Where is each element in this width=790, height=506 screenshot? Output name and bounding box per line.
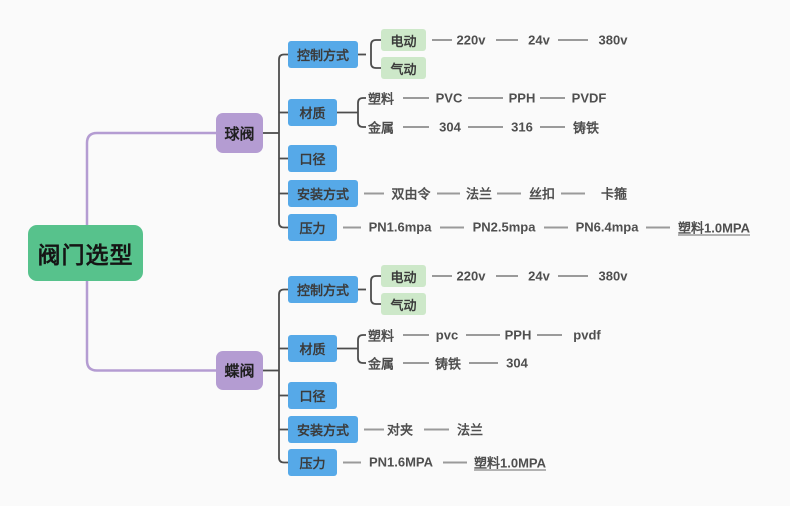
- node-ball-plastic-pvdf[interactable]: PVDF: [571, 90, 607, 106]
- node-ball-pressure[interactable]: 压力: [288, 214, 337, 241]
- node-butterfly-install-method[interactable]: 安装方式: [288, 416, 358, 443]
- node-ball-volt-24v[interactable]: 24v: [528, 32, 550, 48]
- node-butterfly-plastic-pvdf[interactable]: pvdf: [573, 327, 601, 343]
- node-butterfly-pressure-pn16[interactable]: PN1.6MPA: [368, 454, 434, 470]
- node-butterfly-material[interactable]: 材质: [288, 335, 337, 362]
- butterfly-valve-wires: [263, 275, 588, 464]
- node-ball-pressure-pn64[interactable]: PN6.4mpa: [575, 219, 639, 235]
- node-butterfly-plastic-pvc[interactable]: pvc: [435, 327, 459, 343]
- node-ball-valve[interactable]: 球阀: [216, 113, 263, 153]
- node-ball-install-flange[interactable]: 法兰: [465, 186, 493, 202]
- node-root[interactable]: 阀门选型: [28, 225, 143, 281]
- node-ball-caliber[interactable]: 口径: [288, 145, 337, 172]
- node-ball-pressure-plastic10[interactable]: 塑料1.0MPA: [678, 220, 750, 236]
- node-butterfly-volt-380v[interactable]: 380v: [598, 268, 628, 284]
- node-butterfly-metal-304[interactable]: 304: [506, 355, 528, 371]
- node-butterfly-metal-cast-iron[interactable]: 铸铁: [434, 356, 462, 372]
- node-ball-metal-316[interactable]: 316: [511, 119, 533, 135]
- node-ball-install-clamp[interactable]: 卡箍: [600, 186, 628, 202]
- node-ball-plastic[interactable]: 塑料: [367, 91, 395, 107]
- node-ball-metal[interactable]: 金属: [367, 120, 395, 136]
- ball-valve-wires: [263, 39, 670, 229]
- node-ball-install-method[interactable]: 安装方式: [288, 180, 358, 207]
- node-ball-install-thread[interactable]: 丝扣: [528, 186, 556, 202]
- node-butterfly-pressure[interactable]: 压力: [288, 449, 337, 476]
- node-butterfly-metal[interactable]: 金属: [367, 356, 395, 372]
- node-ball-control-method[interactable]: 控制方式: [288, 41, 358, 68]
- node-ball-pressure-pn25[interactable]: PN2.5mpa: [472, 219, 536, 235]
- node-butterfly-volt-24v[interactable]: 24v: [528, 268, 550, 284]
- node-ball-material[interactable]: 材质: [288, 99, 337, 126]
- node-ball-volt-220v[interactable]: 220v: [456, 32, 486, 48]
- node-ball-pressure-pn16[interactable]: PN1.6mpa: [368, 219, 432, 235]
- node-butterfly-pressure-plastic10[interactable]: 塑料1.0MPA: [474, 455, 546, 471]
- node-butterfly-plastic[interactable]: 塑料: [367, 328, 395, 344]
- node-butterfly-plastic-pph[interactable]: PPH: [504, 327, 532, 343]
- node-butterfly-caliber[interactable]: 口径: [288, 382, 337, 409]
- node-ball-install-union[interactable]: 双由令: [391, 186, 431, 202]
- node-butterfly-control-method[interactable]: 控制方式: [288, 276, 358, 303]
- node-butterfly-electric[interactable]: 电动: [381, 265, 426, 287]
- node-ball-pneumatic[interactable]: 气动: [381, 57, 426, 79]
- node-butterfly-install-wafer[interactable]: 对夹: [386, 422, 414, 438]
- node-ball-plastic-pvc[interactable]: PVC: [435, 90, 463, 106]
- node-butterfly-volt-220v[interactable]: 220v: [456, 268, 486, 284]
- node-butterfly-pneumatic[interactable]: 气动: [381, 293, 426, 315]
- node-ball-electric[interactable]: 电动: [381, 29, 426, 51]
- node-ball-volt-380v[interactable]: 380v: [598, 32, 628, 48]
- node-ball-metal-304[interactable]: 304: [439, 119, 461, 135]
- node-butterfly-install-flange[interactable]: 法兰: [456, 422, 484, 438]
- node-butterfly-valve[interactable]: 蝶阀: [216, 351, 263, 390]
- node-ball-metal-cast-iron[interactable]: 铸铁: [572, 120, 600, 136]
- node-ball-plastic-pph[interactable]: PPH: [508, 90, 536, 106]
